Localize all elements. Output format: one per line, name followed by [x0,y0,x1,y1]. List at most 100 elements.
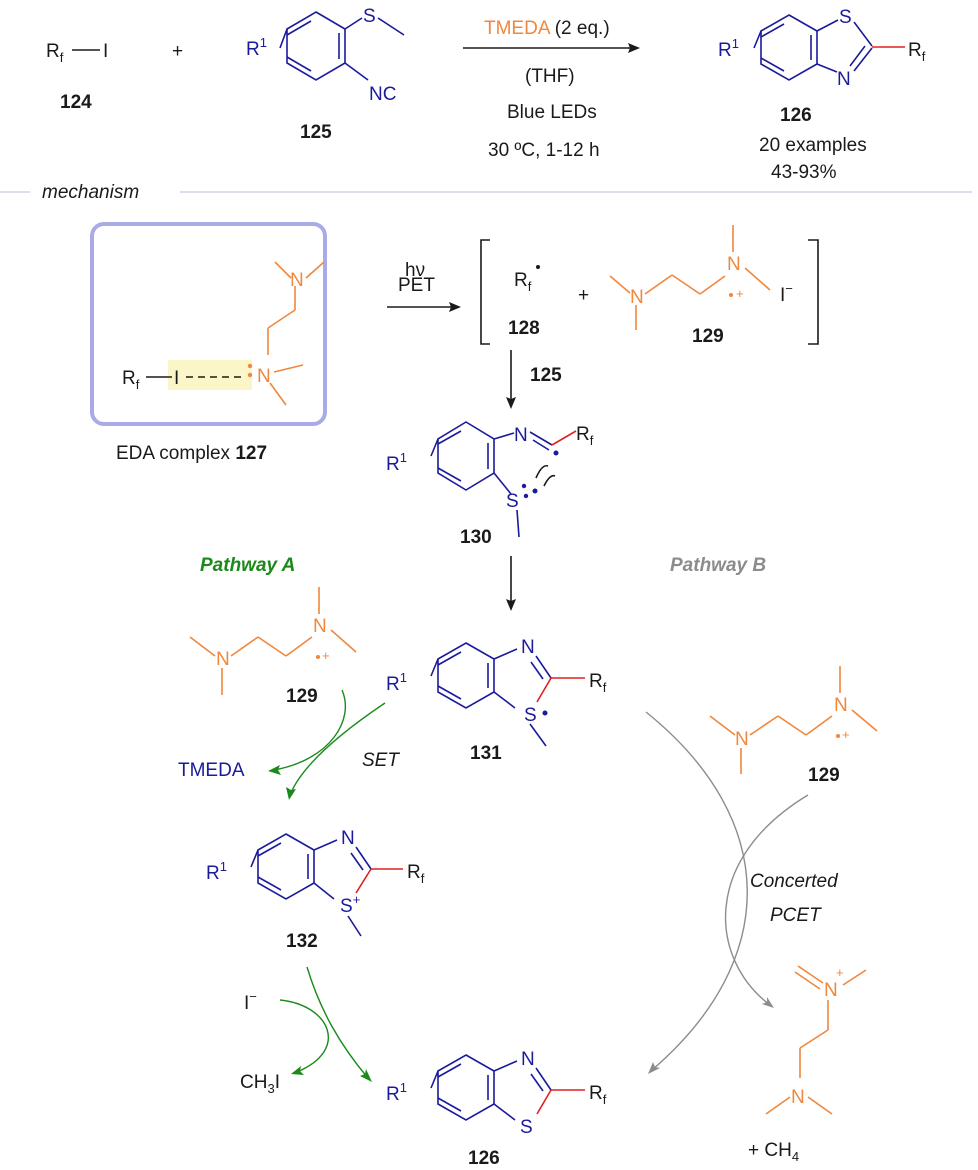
iodide-anion: I− [780,281,793,306]
radical-ion-pair: Rf 128 + N N + I− 129 [480,225,819,347]
svg-text:N: N [313,616,327,637]
r1-substituent: R1 [386,450,407,475]
pet-arrow: hν PET [387,260,461,312]
compound-number-126: 126 [780,105,812,126]
iodine-atom: I [174,368,179,389]
intermediate-131: N Rf S R1 131 [386,637,607,764]
n-amine: N [630,287,644,308]
svg-text:+: + [736,286,744,301]
imine-n: N [514,425,528,446]
svg-text:N: N [735,729,749,750]
rf-radical: Rf [514,270,532,294]
r1-substituent: R1 [206,859,227,884]
pathway-b-label: Pathway B [670,555,766,576]
svg-text:S: S [520,1117,533,1138]
rf-label: Rf [589,671,607,695]
pathway-a-label: Pathway A [200,555,295,576]
iodide-anion: I− [244,989,257,1014]
svg-text:+: + [322,648,330,663]
r1-substituent: R1 [718,36,739,61]
conditions-reagent: TMEDA (2 eq.) [484,18,610,39]
tmeda-n2: N [257,366,271,387]
compound-number-130: 130 [460,527,492,548]
conditions-solvent: (THF) [525,66,575,87]
eda-complex-127: N N Rf I EDA complex 127 [90,222,327,464]
compound-number-125: 125 [300,122,332,143]
rf-label: Rf [589,1083,607,1107]
svg-text:N: N [824,980,838,1001]
eda-caption: EDA complex 127 [116,443,267,464]
rf-label: Rf [122,368,140,392]
halogen-bond-highlight [168,360,252,390]
compound-number-124: 124 [60,92,92,113]
svg-text:N: N [521,637,535,658]
intermediate-130: N Rf S R1 130 [386,421,594,548]
pcet-label: PCET [770,905,822,926]
product-yield: 43-93% [771,162,837,183]
intermediate-132: N Rf S+ R1 132 [206,828,425,952]
plus-sign: + [172,41,183,62]
methane: + CH4 [748,1140,799,1164]
demethylation-arrows: I− CH3I [240,966,372,1096]
iodine-atom: I [103,41,108,62]
eda-box [90,222,327,426]
rf-label: Rf [46,41,64,65]
isocyanide-group: NC [369,84,396,105]
r1-substituent: R1 [386,670,407,695]
pet-label: PET [398,275,435,296]
thiazole-nitrogen: N [837,69,851,90]
tmeda-n1: N [290,270,304,291]
conditions-temperature: 30 ºC, 1-12 h [488,140,600,161]
sulfur-atom: S [506,491,519,512]
svg-text:N: N [216,649,230,670]
hv-label: hν [405,260,425,281]
concerted-label: Concerted [750,871,839,892]
svg-text:+: + [842,727,850,742]
product-126: S N Rf R1 126 20 examples 43-93% [718,7,926,183]
r1-substituent: R1 [386,1080,407,1105]
tmeda-label: TMEDA [178,760,245,781]
arrow-label-125: 125 [530,365,562,386]
rf-label: Rf [576,424,594,448]
iminium-byproduct: N + N + CH4 [748,965,867,1164]
compound-number-129: 129 [808,765,840,786]
conditions-light: Blue LEDs [507,102,597,123]
set-label: SET [362,750,400,771]
overall-reaction: Rf I 124 + S NC R1 125 TMEDA (2 eq.) ( [46,6,926,183]
svg-text:N: N [521,1049,535,1070]
substrate-125: S NC R1 125 [246,6,405,143]
svg-text:N: N [791,1087,805,1108]
reaction-conditions: TMEDA (2 eq.) (THF) Blue LEDs 30 ºC, 1-1… [463,18,640,161]
sulfur-atom: S [363,6,376,27]
svg-text:N: N [834,695,848,716]
compound-number-126: 126 [468,1148,500,1169]
rf-substituent: Rf [908,40,926,64]
benzene-ring [286,11,346,81]
compound-number-129: 129 [286,686,318,707]
product-126-bottom: N Rf S R1 126 [386,1049,607,1169]
product-examples: 20 examples [759,135,867,156]
tmeda-radical-cation-a: N N + 129 [189,587,357,707]
mechanism-divider: mechanism [0,182,972,203]
compound-number-131: 131 [470,743,502,764]
svg-text:+: + [836,965,844,980]
n-radical-cation: N [727,254,741,275]
reagent-rf-i: Rf I 124 [46,41,108,113]
arrow-add-125: 125 [506,350,562,409]
pathway-b-pcet-arrows: Concerted PCET [645,711,839,1074]
compound-number-129: 129 [692,326,724,347]
svg-text:S: S [524,705,537,726]
compound-number-132: 132 [286,931,318,952]
svg-text:N: N [341,828,355,849]
sulfonium: S+ [340,892,360,917]
pathway-a-set-arrows: TMEDA SET [178,689,400,800]
tmeda-radical-cation-b: N N + 129 [709,666,878,786]
plus-sign: + [578,285,589,306]
r1-substituent: R1 [246,35,267,60]
compound-number-128: 128 [508,318,540,339]
mechanism-label: mechanism [42,182,139,203]
thiazole-sulfur: S [839,7,852,28]
rf-label: Rf [407,862,425,886]
methyl-iodide: CH3I [240,1072,280,1096]
